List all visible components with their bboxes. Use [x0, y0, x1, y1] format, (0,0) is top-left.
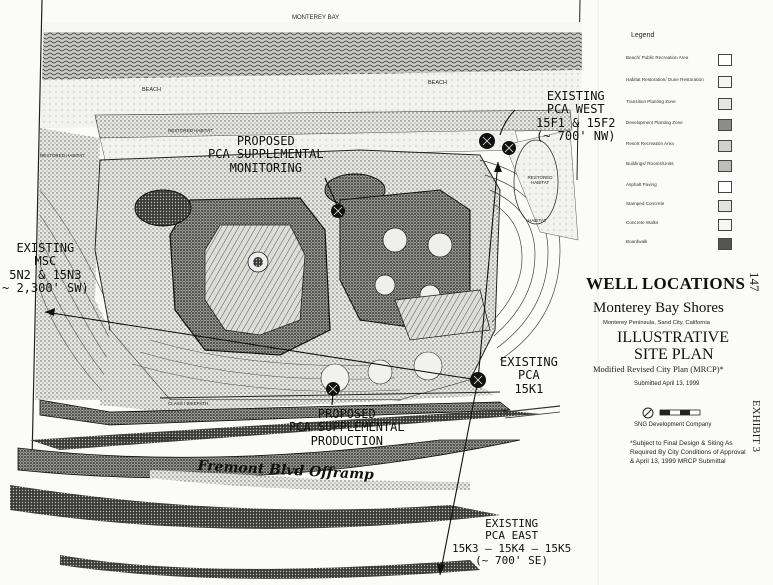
habitat-label: RESTORED HABITAT	[527, 175, 553, 185]
plan-title-line2: SITE PLAN	[634, 346, 714, 363]
plan-subtitle: Modified Revised City Plan (MRCP)*	[593, 364, 724, 374]
legend-swatch	[718, 76, 732, 88]
legend-swatch	[718, 160, 732, 172]
submitted-date: Submitted April 13, 1999	[634, 381, 700, 387]
bike-path-label: CLASS I BIKEPATH	[168, 401, 209, 406]
legend-item: Beach/ Public Recreation Area	[626, 52, 736, 70]
project-location: Monterey Peninsula, Sand City, Californi…	[603, 320, 710, 326]
legend-swatch	[718, 54, 732, 66]
legend-swatch	[718, 200, 732, 212]
page-number: 147	[747, 272, 762, 292]
bike-path-band	[39, 399, 512, 426]
legend-swatch	[718, 119, 732, 131]
frame-left-line	[31, 0, 43, 461]
habitat-oval	[513, 139, 559, 225]
legend-item: Stamped Concrete	[626, 198, 736, 216]
project-name: Monterey Bay Shores	[593, 300, 724, 316]
legend-item: Buildings/ Rooms/Units	[626, 158, 736, 176]
habitat-label: RESTORED HABITAT	[168, 128, 213, 133]
legend-swatch	[718, 238, 732, 250]
legend-item: Asphalt Paving	[626, 179, 736, 197]
beach-label: BEACH	[428, 80, 447, 86]
habitat-label: HABITAT	[528, 218, 547, 223]
well-markers	[326, 133, 516, 396]
legend-item: Transition Planting Zone	[626, 96, 736, 114]
exhibit-label: EXHIBIT 3	[750, 400, 762, 453]
bike-path-label: EXISTING CLASS I BIKEPATH	[118, 436, 181, 441]
legend-item: Boardwalk	[626, 236, 736, 254]
parking-pod	[134, 189, 192, 227]
ocean-band	[42, 22, 582, 80]
legend-swatch	[718, 98, 732, 110]
legend-item: Resort Recreation Area	[626, 138, 736, 156]
highway-band-1	[30, 410, 540, 450]
legend-swatch	[718, 181, 732, 193]
legend-title: Legend	[631, 32, 655, 39]
legend-swatch	[718, 140, 732, 152]
legend-swatch	[718, 219, 732, 231]
map-heading: WELL LOCATIONS	[586, 274, 746, 293]
legend-item: Habitat Restoration/ Dune Restoration	[626, 74, 736, 92]
dune-slope-left	[35, 128, 170, 400]
habitat-label: RESTORED HABITAT	[40, 153, 85, 158]
company-name: SNG Development Company	[634, 422, 712, 428]
scale-bar	[642, 407, 701, 419]
plan-title-line1: ILLUSTRATIVE	[617, 329, 729, 346]
ocean-label: MONTEREY BAY	[292, 15, 340, 21]
legend-item: Concrete Walks	[626, 217, 736, 235]
beach-label: BEACH	[142, 87, 161, 93]
legend-item: Development Planting Zone	[626, 117, 736, 135]
offramp-band	[10, 485, 500, 529]
